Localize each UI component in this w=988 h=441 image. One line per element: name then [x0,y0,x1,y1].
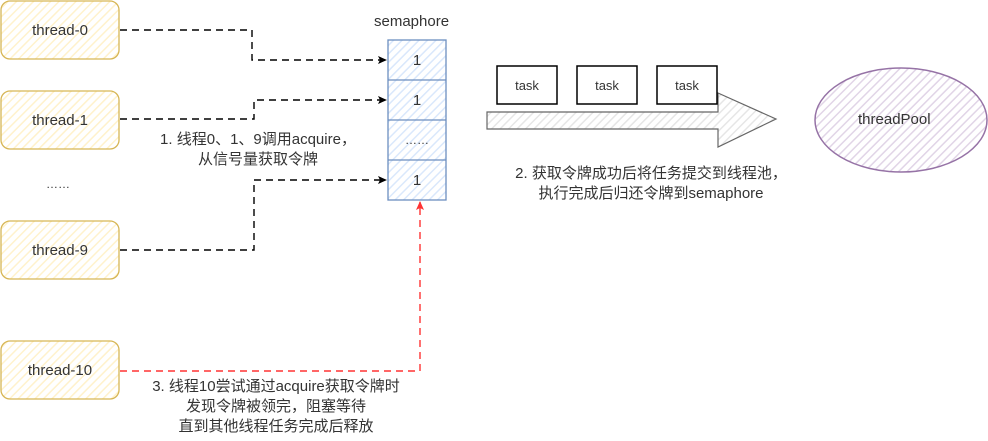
task-box [496,65,558,105]
big-submit-arrow [486,92,778,148]
arrow-thread-9-to-semaphore [120,176,387,251]
thread-pool-ellipse [814,67,988,173]
semaphore-cell: …… [405,133,429,147]
thread-10-label: thread-10 [27,361,93,379]
step3-line: 直到其他线程任务完成后释放 [178,418,374,435]
threads-ellipsis: …… [46,177,70,191]
task-box [656,65,718,105]
step3-note: 3. 线程10尝试通过acquire获取令牌时 发现令牌被领完，阻塞等待 直到其… [134,377,418,437]
step3-line: 发现令牌被领完，阻塞等待 [185,398,366,415]
semaphore-cell: 1 [412,91,422,109]
thread-1-label: thread-1 [32,111,88,129]
task-label: task [595,77,619,93]
step2-line: 执行完成后归还令牌到semaphore [538,185,764,202]
step3-line: 3. 线程10尝试通过acquire获取令牌时 [152,378,400,395]
thread-0-label: thread-0 [32,21,88,39]
step1-line: 从信号量获取令牌 [197,151,318,168]
step2-note: 2. 获取令牌成功后将任务提交到线程池， 执行完成后归还令牌到semaphore [494,164,808,204]
semaphore-cell: 1 [412,51,422,69]
thread-9-box [0,220,120,280]
arrow-thread-1-to-semaphore [120,96,387,120]
task-label: task [515,77,539,93]
semaphore-cell: 1 [412,171,422,189]
thread-10-box [0,340,120,400]
semaphore-title: semaphore [374,13,450,30]
step2-line: 2. 获取令牌成功后将任务提交到线程池， [515,165,787,182]
thread-pool-label: threadPool [858,111,931,128]
thread-9-label: thread-9 [32,241,88,259]
thread-1-box [0,90,120,150]
step1-line: 1. 线程0、1、9调用acquire， [160,131,356,148]
task-box [576,65,638,105]
task-label: task [675,77,699,93]
arrow-thread-10-blocked [120,201,424,372]
arrow-thread-0-to-semaphore [120,29,387,64]
thread-0-box [0,0,120,60]
step1-note: 1. 线程0、1、9调用acquire， 从信号量获取令牌 [150,130,366,170]
